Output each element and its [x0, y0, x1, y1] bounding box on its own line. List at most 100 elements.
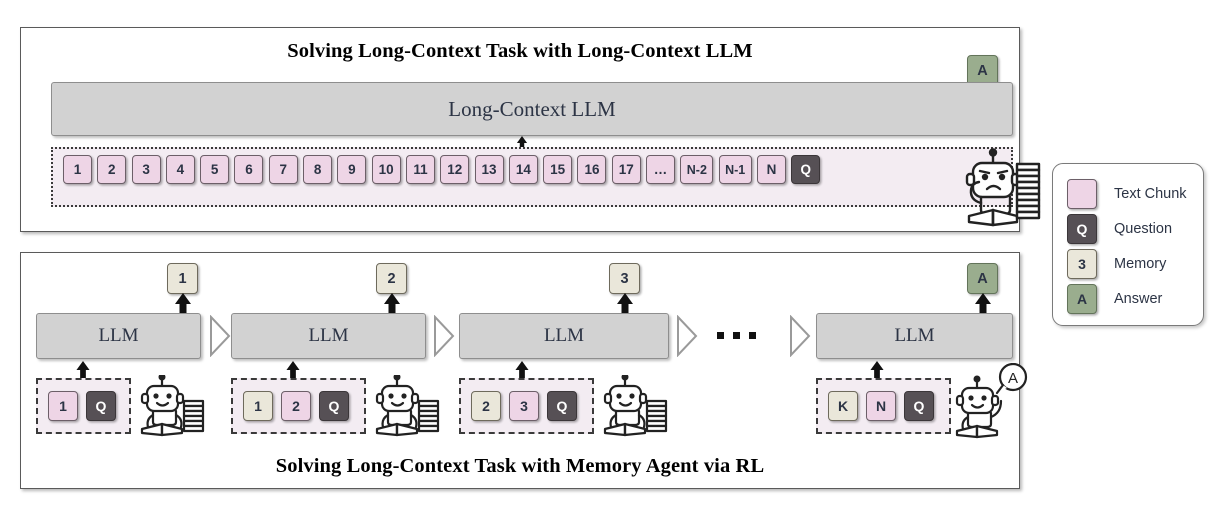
tile-label: 16 [584, 162, 600, 177]
stage-4-output-label: A [977, 270, 988, 287]
question-tile: Q [86, 391, 116, 421]
tile-label: Q [328, 398, 340, 414]
ellipsis-dot [733, 332, 740, 339]
stage-3-input-arrow [513, 361, 531, 383]
legend-item-answer: A Answer [1067, 281, 1203, 316]
tile-label: Q [95, 398, 107, 414]
chunk-tile: 17 [611, 155, 641, 184]
long-context-llm-bar: Long-Context LLM [51, 82, 1013, 136]
chunk-tile: N [866, 391, 896, 421]
tile-label: 1 [73, 162, 82, 177]
tile-label: 1 [59, 398, 67, 414]
tile-label: 2 [108, 162, 116, 177]
chunk-tile: 4 [165, 155, 195, 184]
tile-label: 2 [292, 398, 300, 414]
legend-label-question: Question [1114, 220, 1173, 237]
stage-1-output-arrow [174, 293, 192, 315]
ellipsis-dot [749, 332, 756, 339]
sad-robot-reading-icon [957, 148, 1041, 228]
output-answer-tile: A [967, 55, 998, 86]
stage-1-output-label: 1 [178, 270, 187, 287]
chunk-tile: 13 [474, 155, 504, 184]
stage-3-llm-bar: LLM [459, 313, 669, 359]
stage-4-output-tile: A [967, 263, 998, 294]
legend-label-answer: Answer [1114, 290, 1163, 307]
stage-4-output-arrow [974, 293, 992, 315]
tile-label: N [766, 162, 777, 177]
tile-label: 1 [254, 398, 262, 414]
legend-swatch-answer: A [1067, 283, 1097, 314]
tile-label: Q [800, 162, 811, 177]
stage-1-llm-bar: LLM [36, 313, 201, 359]
legend-swatch-memory: 3 [1067, 248, 1097, 279]
tile-label: 12 [447, 162, 463, 177]
chunk-tile: 10 [371, 155, 401, 184]
stages-ellipsis [717, 332, 756, 339]
stage-3-output-tile: 3 [609, 263, 640, 294]
stage-1-llm-label: LLM [98, 325, 139, 346]
chunk-tile: N [756, 155, 786, 184]
stage-4-llm-label: LLM [894, 325, 935, 346]
tile-label: Q [913, 398, 925, 414]
tile-label: 2 [482, 398, 490, 414]
tile-label: 9 [348, 162, 356, 177]
chunk-tile: 15 [543, 155, 573, 184]
chunk-tile: 12 [440, 155, 470, 184]
bottom-panel: Solving Long-Context Task with Memory Ag… [20, 252, 1028, 489]
tile-label: … [653, 162, 668, 177]
stage-2-input-arrow [284, 361, 302, 383]
memory-tile: K [828, 391, 858, 421]
stage-2-output-label: 2 [387, 270, 396, 287]
tile-label: 6 [245, 162, 253, 177]
chunk-tile: 1 [63, 155, 92, 184]
chunk-tile: 1 [48, 391, 78, 421]
tile-label: N-1 [725, 162, 746, 177]
tile-label: 11 [413, 162, 428, 177]
stage-2-llm-label: LLM [308, 325, 349, 346]
chunk-tile: 14 [508, 155, 538, 184]
arrow-context-to-llm [513, 136, 531, 158]
chunk-tile: … [646, 155, 676, 184]
question-tile: Q [904, 391, 934, 421]
tile-label: 13 [481, 162, 497, 177]
tile-label: 3 [142, 162, 150, 177]
page-title-top: Solving Long-Context Task with Long-Cont… [287, 40, 753, 62]
chunk-tile: N-1 [718, 155, 752, 184]
stage-4-llm-bar: LLM [816, 313, 1013, 359]
question-tile: Q [791, 155, 821, 184]
stage-1-robot-icon [136, 375, 206, 437]
chunk-tile: 2 [97, 155, 127, 184]
tile-label: 10 [378, 162, 394, 177]
memory-tile: 2 [471, 391, 501, 421]
tile-label: N [875, 398, 887, 414]
tile-label: 5 [210, 162, 219, 177]
legend-label-text-chunk: Text Chunk [1114, 185, 1187, 202]
legend-item-memory: 3 Memory [1067, 246, 1203, 281]
tile-label: 7 [279, 162, 288, 177]
stage-2-output-arrow [383, 293, 401, 315]
legend-item-question: Q Question [1067, 211, 1203, 246]
legend-swatch-text-chunk [1067, 178, 1097, 209]
tile-label: 4 [176, 162, 185, 177]
chunk-tile: 11 [405, 155, 435, 184]
chunk-tile: 5 [200, 155, 230, 184]
stage-1-output-tile: 1 [167, 263, 198, 294]
top-panel: Solving Long-Context Task with Long-Cont… [20, 27, 1041, 232]
long-context-llm-label: Long-Context LLM [448, 96, 616, 121]
chunk-tile: 2 [281, 391, 311, 421]
stage-3-robot-icon [599, 375, 669, 437]
tile-label: 17 [618, 162, 634, 177]
stage-3-output-arrow [616, 293, 634, 315]
ellipsis-dot [717, 332, 724, 339]
chunk-tile: 8 [303, 155, 333, 184]
stage-3-llm-label: LLM [543, 325, 585, 346]
question-tile: Q [547, 391, 577, 421]
legend-label-memory: Memory [1114, 255, 1167, 272]
legend-box: Text Chunk Q Question 3 Memory A Answer [1052, 163, 1204, 326]
stage-3-output-label: 3 [620, 270, 629, 287]
